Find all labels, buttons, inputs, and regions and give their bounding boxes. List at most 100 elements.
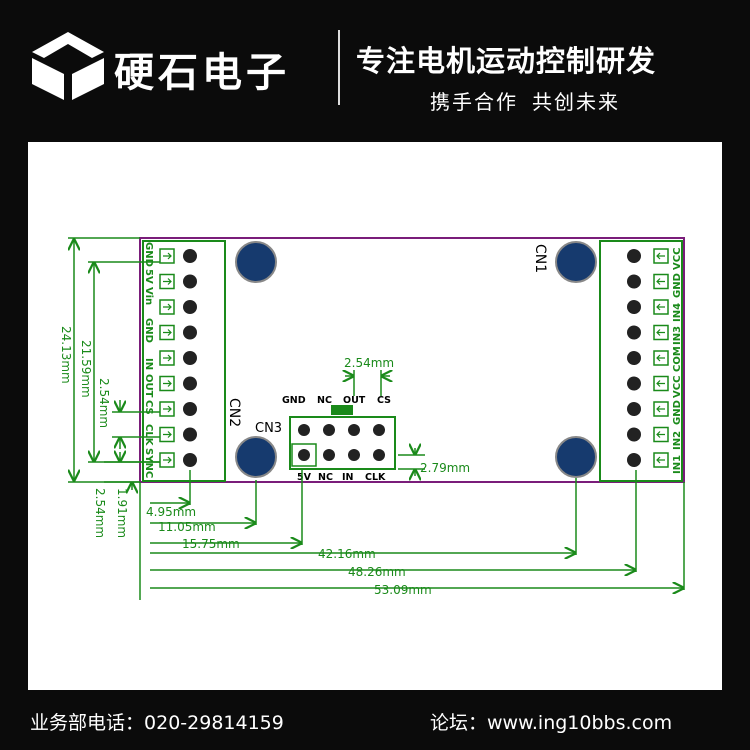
right-pin-arrow-icon: [656, 405, 665, 413]
left-pin-arrow-box: [159, 324, 175, 341]
cn3-label: CN3: [255, 421, 282, 436]
right-pin: [627, 427, 641, 442]
right-connector: [599, 240, 683, 482]
right-pin-arrow-icon: [656, 278, 665, 285]
mount-hole-bottom-right: [555, 436, 597, 478]
left-pin-arrow-box: [159, 248, 175, 264]
right-pin: [627, 325, 641, 340]
right-pin-row: [627, 248, 669, 468]
cn3-top-labels: GND NC OUT CS: [282, 395, 391, 406]
right-pin-label: IN3: [672, 326, 683, 345]
dim-d1: 4.95mm: [146, 505, 196, 519]
cn3-pins: [298, 424, 385, 461]
cn1-label: CN1: [532, 244, 548, 273]
left-pin-row: [159, 248, 197, 468]
mount-hole-top-left: [235, 241, 277, 283]
cn3-key: [331, 405, 353, 415]
left-pin-label: CS: [143, 400, 154, 415]
left-pin: [183, 376, 197, 391]
right-pin-arrow-box: [653, 375, 669, 392]
right-pin-arrow-box: [653, 426, 669, 443]
left-pin: [183, 453, 197, 467]
right-pin-arrow-box: [653, 350, 669, 366]
left-pin-label: OUT: [143, 374, 154, 398]
left-pin-arrow-icon: [163, 456, 172, 464]
tagline: 携手合作共创未来: [430, 86, 634, 115]
dim-bottom-offset-2: 2.54mm: [93, 488, 107, 538]
left-pin-arrow-icon: [163, 354, 172, 362]
right-pin: [627, 300, 641, 314]
mount-hole-top-right: [555, 241, 597, 283]
dim-cn3-height: 2.79mm: [420, 461, 470, 475]
left-pin-arrow-icon: [163, 252, 172, 260]
right-pin-arrow-icon: [656, 456, 665, 464]
footer-forum: 论坛：www.ing10bbs.com: [430, 708, 672, 735]
right-pin: [627, 249, 641, 263]
cn3-top-label: CS: [377, 395, 391, 406]
dim-pitch-left: 2.54mm: [97, 378, 111, 428]
left-pin: [183, 300, 197, 314]
footer-phone: 业务部电话：020-29814159: [30, 708, 284, 735]
left-pin-label: CLK: [143, 424, 154, 447]
slogan: 专注电机运动控制研发: [356, 44, 657, 78]
left-pin-labels: GND 5V Vin GND IN OUT CS CLK SYNC: [143, 242, 154, 478]
forum-label: 论坛：: [430, 712, 488, 734]
forum-url[interactable]: www.ing10bbs.com: [487, 712, 673, 734]
right-pin: [627, 453, 641, 467]
logo-icon: [32, 32, 104, 100]
cn3-pin: [373, 449, 385, 461]
left-pin-label: GND: [143, 318, 154, 343]
phone-label: 业务部电话：: [30, 712, 145, 734]
left-pin-arrow-icon: [163, 380, 172, 387]
cn3-pin1-marker: [291, 443, 317, 467]
cn3-header: [289, 416, 396, 470]
right-pin-label: IN2: [672, 431, 683, 450]
left-pin-arrow-icon: [163, 303, 172, 311]
cn3-top-label: GND: [282, 395, 306, 406]
left-pin-arrow-box: [159, 401, 175, 417]
left-pin: [183, 249, 197, 263]
cn3-bottom-label: CLK: [365, 472, 386, 483]
left-pin: [183, 402, 197, 416]
cn3-top-label: NC: [317, 395, 332, 406]
right-pin-label: GND: [672, 273, 683, 298]
left-pin-label: GND: [143, 242, 154, 267]
dim-d6: 53.09mm: [374, 583, 432, 597]
right-pin-arrow-icon: [656, 431, 665, 438]
cn3-pin: [348, 449, 360, 461]
right-pin-arrow-box: [653, 452, 669, 468]
left-pin-label: 5V: [143, 269, 154, 284]
tagline-part-2: 共创未来: [532, 90, 620, 114]
cn3-bottom-label: NC: [318, 472, 333, 483]
left-pin-arrow-box: [159, 452, 175, 468]
left-pin-arrow-box: [159, 273, 175, 290]
left-pin-arrow-icon: [163, 405, 172, 413]
phone-number: 020-29814159: [144, 712, 284, 734]
left-pin: [183, 427, 197, 442]
tagline-part-1: 携手合作: [430, 90, 518, 114]
left-pin-arrow-box: [159, 350, 175, 366]
right-pin-label: GND: [672, 400, 683, 425]
left-pin-label: Vin: [143, 287, 154, 305]
right-pin-label: IN1: [672, 455, 683, 474]
right-pin-arrow-icon: [656, 380, 665, 387]
left-pin-arrow-icon: [163, 329, 172, 336]
dim-d4: 42.16mm: [318, 547, 376, 561]
dim-d3: 15.75mm: [182, 537, 240, 551]
dim-bottom-offset: 1.91mm: [115, 488, 129, 538]
left-pin-arrow-box: [159, 426, 175, 443]
cn3-pin: [323, 449, 335, 461]
cn3-bottom-label: 5V: [297, 472, 312, 483]
left-pin: [183, 325, 197, 340]
left-pin-arrow-box: [159, 299, 175, 315]
right-pin-labels: VCC GND IN4 IN3 COM VCC GND IN2 IN1: [672, 248, 683, 474]
board-drawing-panel: GND 5V Vin GND IN OUT CS CLK SYNC VCC GN…: [28, 142, 722, 690]
right-pin: [627, 351, 641, 365]
left-pin: [183, 274, 197, 289]
right-pin-label: COM: [672, 346, 683, 372]
cn3-pin: [298, 424, 310, 436]
left-pin-arrow-box: [159, 375, 175, 392]
cn3-pin: [373, 424, 385, 436]
right-pin-arrow-icon: [656, 303, 665, 311]
right-pin-arrow-box: [653, 324, 669, 341]
